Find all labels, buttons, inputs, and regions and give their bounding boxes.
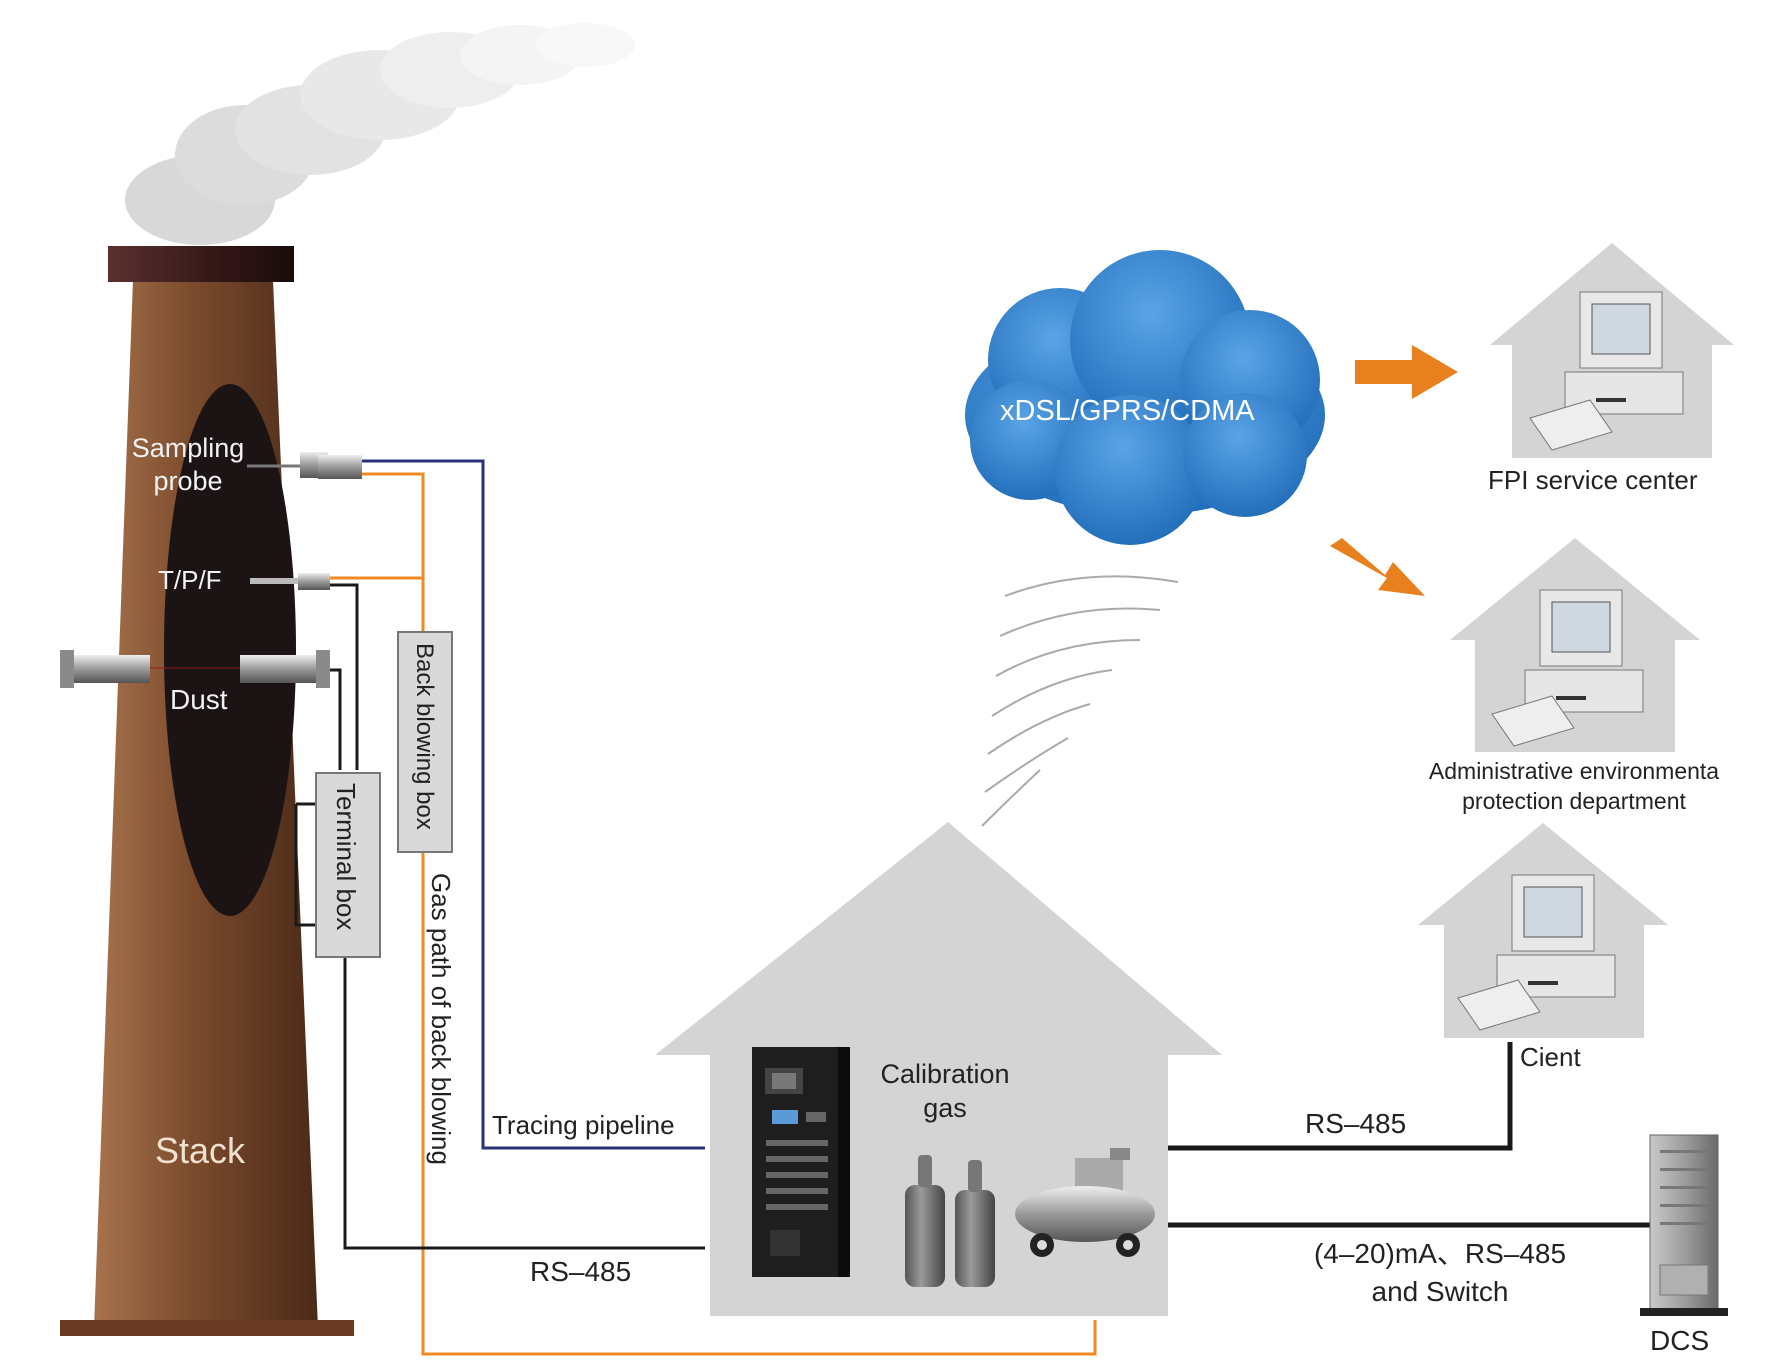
tpf-sensor-device — [250, 573, 330, 590]
fpi-house — [1490, 243, 1734, 458]
smoke-icon — [125, 23, 635, 245]
fpi-service-center-label: FPI service center — [1488, 465, 1698, 495]
network-label: xDSL/GPRS/CDMA — [1000, 395, 1255, 427]
back-blowing-box — [397, 631, 453, 853]
air-compressor-icon — [1015, 1148, 1155, 1257]
gas-cylinder-icon — [905, 1155, 995, 1287]
back-blowing-box-label: Back blowing box — [411, 643, 438, 830]
wireless-signal-icon — [981, 575, 1179, 827]
terminal-box-label: Terminal box — [331, 783, 361, 931]
calibration-gas-label: Calibration gas — [880, 1059, 1010, 1123]
sampling-probe-label: Sampling probe — [131, 433, 245, 496]
server-icon — [1640, 1134, 1728, 1316]
network-cloud-icon — [965, 250, 1325, 545]
arrow-right-icon — [1355, 345, 1458, 399]
admin-house — [1450, 538, 1700, 752]
terminal-box — [315, 772, 381, 958]
client-label: Cient — [1520, 1042, 1581, 1072]
dust-meter-device — [60, 650, 330, 688]
client-house — [1418, 823, 1668, 1038]
rs485-stack-label: RS–485 — [530, 1256, 632, 1287]
tpf-label: T/P/F — [158, 565, 222, 595]
stack-icon — [60, 246, 354, 1336]
dcs-label: DCS — [1650, 1325, 1710, 1356]
dust-label: Dust — [170, 684, 228, 715]
dcs-link-label: (4–20)mA、RS–485 and Switch — [1313, 1238, 1567, 1307]
rs485-client-label: RS–485 — [1305, 1108, 1407, 1139]
arrow-down-right-icon — [1330, 538, 1425, 596]
connection-lines — [294, 459, 1650, 1356]
sampling-probe-device — [247, 452, 362, 479]
tracing-pipeline-label: Tracing pipeline — [492, 1110, 675, 1140]
stack-label: Stack — [155, 1130, 246, 1171]
computer-icon — [1529, 291, 1684, 451]
computer-icon — [1491, 589, 1644, 747]
gas-path-back-blowing-label: Gas path of back blowing — [426, 873, 456, 1165]
analyzer-cabinet-icon — [752, 1047, 850, 1277]
computer-icon — [1457, 874, 1616, 1031]
admin-department-label: Administrative environmenta protection d… — [1428, 758, 1720, 814]
